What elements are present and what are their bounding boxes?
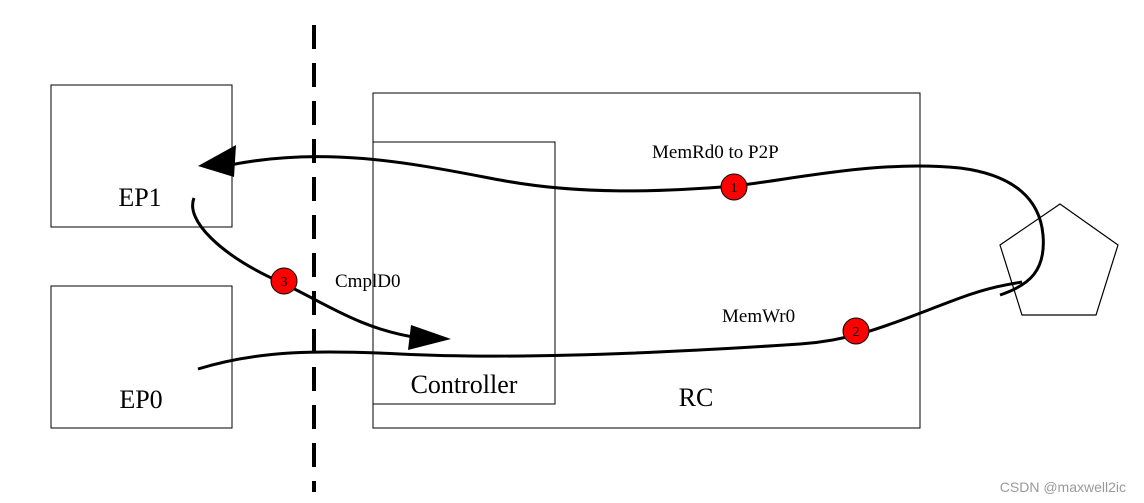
step-marker-2: 2 <box>842 317 870 345</box>
step-marker-3: 3 <box>270 267 298 295</box>
step-marker-2-number: 2 <box>853 325 860 340</box>
ep0-box <box>50 285 233 429</box>
cmpld-flow-line <box>191 197 421 340</box>
watermark: CSDN @maxwell2ic <box>1000 479 1126 495</box>
step-marker-1: 1 <box>720 173 748 201</box>
memrd-flow-label: MemRd0 to P2P <box>652 142 779 163</box>
memwr-flow-line <box>197 280 1023 371</box>
controller-label: Controller <box>411 370 518 399</box>
cmpld-flow-label: CmplD0 <box>335 271 400 292</box>
step-marker-3-number: 3 <box>281 275 288 290</box>
step-marker-1-number: 1 <box>731 181 738 196</box>
p2p-pentagon <box>999 203 1119 316</box>
memrd-flow-line <box>229 155 1045 297</box>
memwr-flow-label: MemWr0 <box>722 306 795 327</box>
cmpld-arrowhead <box>408 325 451 350</box>
ep0-label: EP0 <box>119 385 162 414</box>
ep1-label: EP1 <box>118 183 161 212</box>
rc-label: RC <box>679 383 714 412</box>
memrd-arrowhead <box>198 145 236 177</box>
controller-box <box>372 141 556 405</box>
